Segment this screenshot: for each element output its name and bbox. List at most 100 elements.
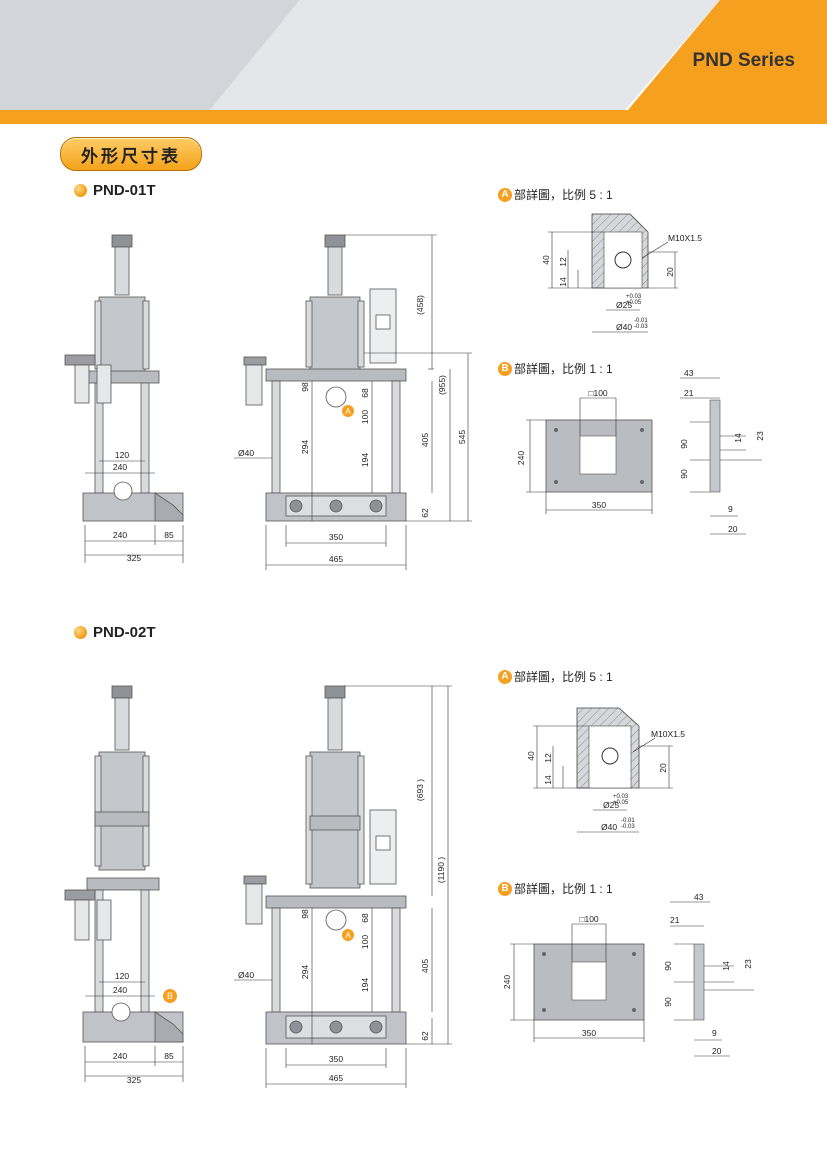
detail-a-dim-d25: Ø25 (616, 300, 632, 310)
detail-b-dim-240: 240 (502, 975, 512, 989)
detail-b-dim-9: 9 (728, 504, 733, 514)
detail-a-dim-12: 12 (543, 753, 553, 763)
detail-a-thread: M10X1.5 (651, 729, 685, 739)
detail-b-dim-43: 43 (684, 370, 694, 378)
dim-465: 465 (329, 1073, 343, 1083)
dim-693: (693 ) (415, 779, 425, 801)
pnd-01t-side-view: 120 240 240 85 325 (64, 234, 184, 563)
pnd-02t-side-view: B 120 240 240 85 325 (64, 685, 184, 1085)
dim-240-top: 240 (113, 462, 127, 472)
pnd-01t-detail-b-title: B 部詳圖，比例 1 : 1 (498, 360, 613, 377)
detail-b-dim-23: 23 (755, 431, 765, 441)
detail-b-dim-9: 9 (712, 1028, 717, 1038)
series-label: PND Series (692, 50, 795, 71)
pnd-02t-detail-a-drawing: 40 12 14 20 M10X1.5 +0.03 +0.05 Ø25 -0.0… (526, 707, 685, 833)
dim-d40: Ø40 (238, 970, 254, 980)
dim-545: 545 (457, 430, 467, 444)
detail-b-dim-square100: □100 (579, 914, 599, 924)
dim-240-top: 240 (113, 985, 127, 995)
header-banner (0, 0, 827, 124)
detail-a-dim-d40: Ø40 (616, 322, 632, 332)
detail-a-caption: 部詳圖，比例 5 : 1 (514, 670, 613, 684)
detail-b-dim-14: 14 (733, 433, 743, 443)
detail-b-badge: B (498, 881, 512, 896)
model-name: PND-01T (93, 182, 156, 199)
detail-b-badge: B (498, 361, 512, 376)
detail-b-dim-240: 240 (516, 451, 526, 465)
detail-b-dim-23: 23 (743, 959, 753, 969)
detail-b-caption: 部詳圖，比例 1 : 1 (514, 882, 613, 896)
detail-b-dim-20: 20 (712, 1046, 722, 1056)
pnd-01t-detail-a-title: A 部詳圖，比例 5 : 1 (498, 186, 613, 203)
detail-a-dim-14: 14 (543, 775, 553, 785)
detail-a-tol-upper-1: +0.03 (613, 794, 629, 800)
model-title-pnd-02t: PND-02T (74, 624, 156, 641)
dim-240-bottom: 240 (113, 1051, 127, 1061)
dim-325: 325 (127, 1075, 141, 1085)
detail-a-tol-lower-2: -0.03 (634, 324, 648, 330)
detail-b-dim-90-top: 90 (679, 439, 689, 449)
dim-68: 68 (360, 913, 370, 923)
detail-a-dim-40: 40 (541, 255, 551, 265)
pnd-02t-detail-b-title: B 部詳圖，比例 1 : 1 (498, 880, 613, 897)
detail-a-dim-14: 14 (558, 277, 568, 287)
model-name: PND-02T (93, 624, 156, 641)
detail-a-tol-lower-1: +0.05 (626, 300, 642, 306)
model-title-pnd-01t: PND-01T (74, 182, 156, 199)
detail-a-tol-upper-1: +0.03 (626, 294, 642, 300)
dim-100: 100 (360, 935, 370, 949)
bullet-dot-icon (74, 184, 87, 197)
detail-b-dim-21: 21 (684, 388, 694, 398)
detail-b-dim-350: 350 (582, 1028, 596, 1038)
dim-350: 350 (329, 532, 343, 542)
marker-a-circle (342, 929, 354, 941)
dim-98: 98 (300, 909, 310, 919)
detail-b-dim-43: 43 (694, 892, 704, 902)
dim-405: 405 (420, 959, 430, 973)
dim-100: 100 (360, 410, 370, 424)
dim-350: 350 (329, 1054, 343, 1064)
dim-194: 194 (360, 978, 370, 992)
dim-240-bottom: 240 (113, 530, 127, 540)
marker-a-circle (342, 405, 354, 417)
detail-b-dim-21: 21 (670, 915, 680, 925)
pnd-01t-front-view: A (458) (955) 545 405 62 98 68 100 294 1… (234, 234, 472, 570)
detail-b-dim-90-bottom: 90 (663, 997, 673, 1007)
detail-b-dim-square100: □100 (588, 388, 608, 398)
pnd-02t-detail-a-title: A 部詳圖，比例 5 : 1 (498, 668, 613, 685)
detail-a-dim-20: 20 (665, 267, 675, 277)
dim-85: 85 (164, 530, 174, 540)
dim-325: 325 (127, 553, 141, 563)
marker-b-circle (163, 989, 177, 1003)
detail-a-tol-lower-1: +0.05 (613, 800, 629, 806)
pnd-01t-detail-b-drawing: □100 240 350 43 21 90 90 14 23 9 20 (516, 370, 765, 535)
dim-955: (955) (437, 375, 447, 395)
detail-a-tol-upper-2: -0.01 (634, 318, 648, 324)
marker-a-label: A (345, 931, 351, 940)
dim-405: 405 (420, 433, 430, 447)
detail-b-dim-90-top: 90 (663, 961, 673, 971)
detail-a-dim-20: 20 (658, 763, 668, 773)
detail-b-dim-90-bottom: 90 (679, 469, 689, 479)
detail-b-dim-350: 350 (592, 500, 606, 510)
detail-a-dim-12: 12 (558, 257, 568, 267)
dim-62: 62 (420, 508, 430, 518)
detail-b-dim-20: 20 (728, 524, 738, 534)
dim-68: 68 (360, 388, 370, 398)
bullet-dot-icon (74, 626, 87, 639)
detail-a-tol-upper-2: -0.01 (621, 818, 635, 824)
detail-b-caption: 部詳圖，比例 1 : 1 (514, 362, 613, 376)
section-title-badge: 外形尺寸表 (60, 137, 202, 171)
pnd-02t-detail-b-drawing: □100 240 350 43 21 90 90 14 23 9 20 (502, 892, 754, 1057)
marker-b-label: B (167, 991, 173, 1001)
dim-458: (458) (415, 295, 425, 315)
marker-a-label: A (345, 407, 351, 416)
detail-a-dim-40: 40 (526, 751, 536, 761)
detail-a-badge: A (498, 669, 512, 684)
dim-465: 465 (329, 554, 343, 564)
dim-120: 120 (115, 450, 129, 460)
detail-a-caption: 部詳圖，比例 5 : 1 (514, 188, 613, 202)
detail-a-dim-d40: Ø40 (601, 822, 617, 832)
detail-b-dim-14: 14 (721, 961, 731, 971)
dim-62: 62 (420, 1031, 430, 1041)
